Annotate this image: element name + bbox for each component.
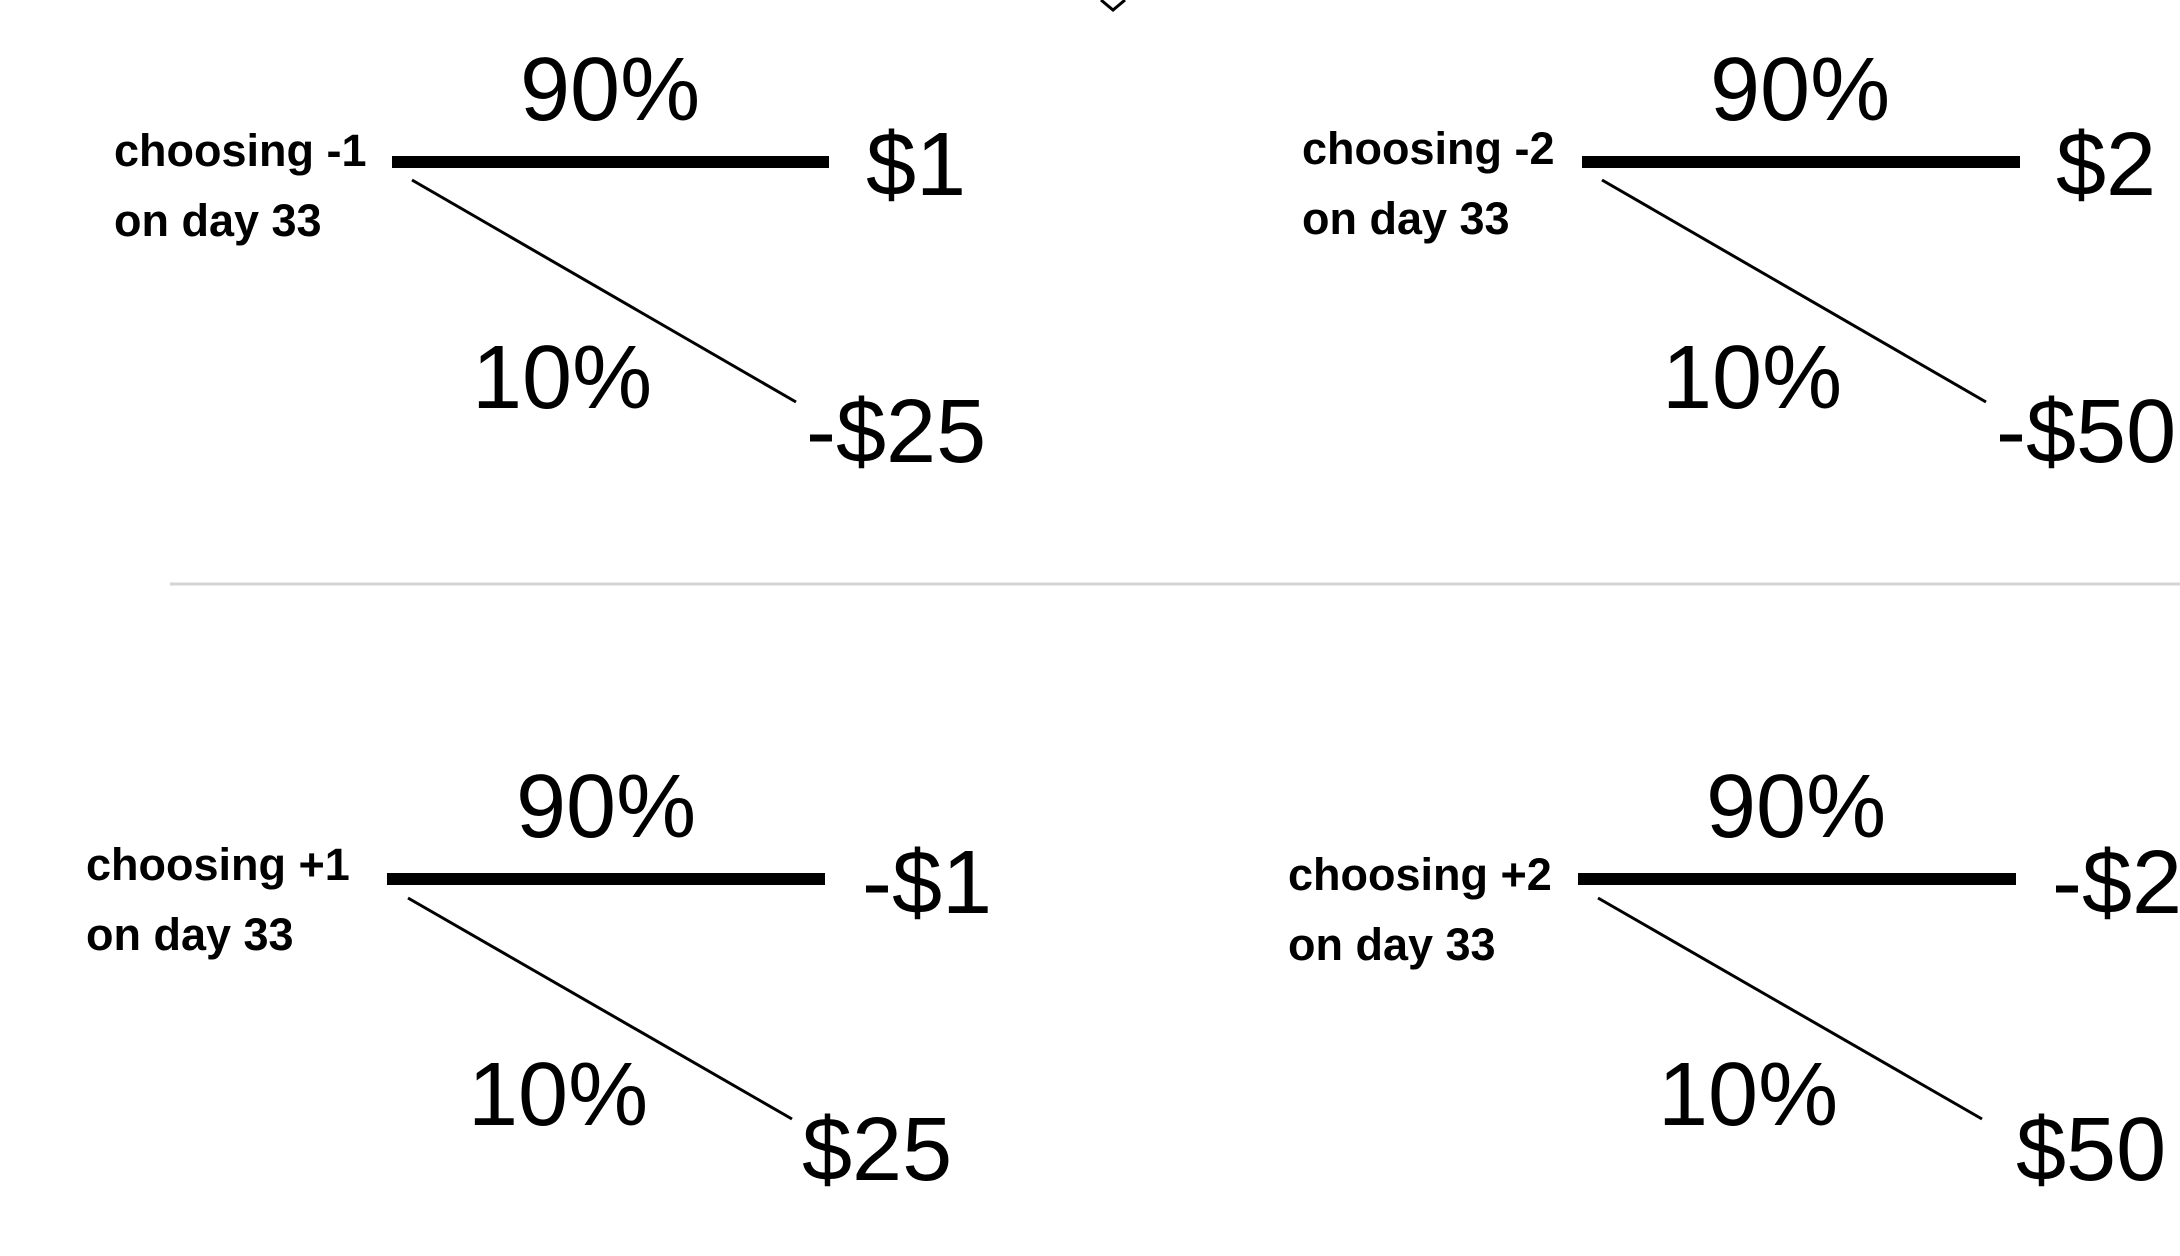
- tree3-choice-line2: on day 33: [86, 909, 294, 960]
- tree2-upper-probability: 90%: [1710, 40, 1891, 140]
- tree4-choice-label: choosing +2 on day 33: [1288, 840, 1552, 980]
- tree3-lower-branch: [407, 896, 793, 1121]
- tree1-lower-probability: 10%: [472, 328, 653, 428]
- tree4-lower-probability: 10%: [1658, 1045, 1839, 1145]
- tree2-choice-label: choosing -2 on day 33: [1302, 114, 1555, 254]
- tree3-upper-probability: 90%: [516, 757, 697, 857]
- tree2-choice-line2: on day 33: [1302, 193, 1510, 244]
- tree1-choice-label: choosing -1 on day 33: [114, 116, 367, 256]
- tree4-upper-probability: 90%: [1706, 757, 1887, 857]
- tree4-lower-branch: [1597, 896, 1983, 1121]
- tree3-lower-payoff: $25: [802, 1100, 953, 1200]
- tree4-lower-payoff: $50: [2016, 1100, 2167, 1200]
- tree3-choice-label: choosing +1 on day 33: [86, 830, 350, 970]
- tree1-upper-payoff: $1: [866, 115, 967, 215]
- tree3-upper-payoff: -$1: [862, 833, 993, 933]
- tree2-upper-payoff: $2: [2056, 115, 2157, 215]
- tree2-lower-probability: 10%: [1662, 328, 1843, 428]
- tree4-choice-line2: on day 33: [1288, 919, 1496, 970]
- tree2-lower-branch: [1601, 178, 1987, 404]
- tree2-choice-line1: choosing -2: [1302, 123, 1555, 174]
- tree1-choice-line2: on day 33: [114, 195, 322, 246]
- top-tick-mark: [1100, 0, 1126, 12]
- tree3-lower-probability: 10%: [468, 1045, 649, 1145]
- tree2-lower-payoff: -$50: [1996, 382, 2177, 482]
- tree4-choice-line1: choosing +2: [1288, 849, 1552, 900]
- tree3-choice-line1: choosing +1: [86, 839, 350, 890]
- tree1-upper-probability: 90%: [520, 40, 701, 140]
- tree1-choice-line1: choosing -1: [114, 125, 367, 176]
- tree1-lower-payoff: -$25: [806, 382, 987, 482]
- tree1-lower-branch: [411, 178, 797, 404]
- tree4-upper-payoff: -$2: [2052, 833, 2180, 933]
